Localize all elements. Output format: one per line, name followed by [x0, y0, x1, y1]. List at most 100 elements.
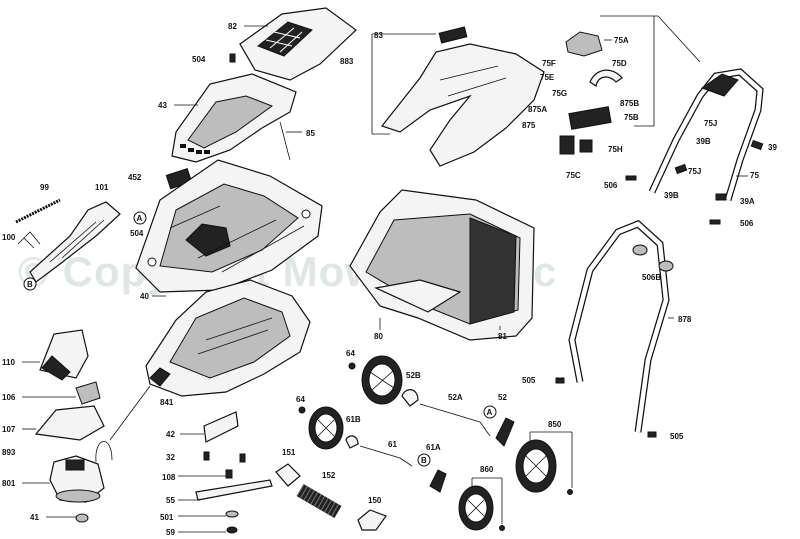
label-108: 108: [162, 473, 176, 482]
label-75J-mid: 75J: [688, 167, 701, 176]
label-64-top: 64: [346, 349, 355, 358]
part-99-spring: [15, 198, 61, 224]
label-83: 83: [374, 31, 383, 40]
part-82-switch-cover: [239, 7, 357, 81]
label-75E: 75E: [540, 73, 555, 82]
part-107-plate: [34, 405, 105, 441]
label-61B: 61B: [346, 415, 361, 424]
label-875B: 875B: [620, 99, 639, 108]
part-85-cable: [279, 121, 291, 161]
part-108-washer: [225, 469, 233, 479]
label-501: 501: [160, 513, 174, 522]
part-75D-lever: [589, 69, 623, 87]
part-505-screw-left: [555, 377, 565, 384]
label-101: 101: [95, 183, 109, 192]
part-860-front-wheels: [458, 485, 505, 531]
part-151-roller-cap: [275, 463, 301, 487]
label-506B: 506B: [642, 273, 661, 282]
part-850-rear-wheels: [515, 439, 573, 495]
callout-A-right: A: [483, 405, 497, 419]
part-875-switch-board: [559, 106, 612, 155]
label-893: 893: [2, 448, 16, 457]
part-61-axle: [359, 445, 413, 467]
label-875: 875: [522, 121, 536, 130]
label-61A: 61A: [426, 443, 441, 452]
label-106: 106: [2, 393, 16, 402]
label-505-right: 505: [670, 432, 684, 441]
part-504-screw: [229, 53, 236, 63]
part-101-rear-flap: [29, 201, 121, 283]
callout-A-left: A: [133, 211, 147, 225]
label-32: 32: [166, 453, 175, 462]
label-504-top: 504: [192, 55, 206, 64]
part-841-mower-deck: [145, 279, 311, 397]
part-32-screws: [203, 451, 246, 463]
label-860: 860: [480, 465, 494, 474]
label-75F: 75F: [542, 59, 556, 68]
label-41: 41: [30, 513, 39, 522]
part-39A-knob: [715, 193, 727, 201]
callout-B-right: B: [417, 453, 431, 467]
label-841: 841: [160, 398, 174, 407]
label-52A: 52A: [448, 393, 463, 402]
part-801-motor: [49, 455, 105, 503]
part-55-blade: [195, 479, 273, 501]
label-39B-top: 39B: [696, 137, 711, 146]
part-64-hubcap-top: [348, 362, 356, 370]
part-75A-switch-housing: [565, 31, 603, 57]
part-52-height-adjuster: [495, 417, 515, 447]
label-504-side: 504: [130, 229, 144, 238]
part-100-clip: [17, 231, 41, 249]
label-150: 150: [368, 496, 382, 505]
part-83-grass-box-lid: [380, 26, 545, 167]
label-75D: 75D: [612, 59, 627, 68]
label-40: 40: [140, 292, 149, 301]
label-506-mid: 506: [740, 219, 754, 228]
part-39-knob-right: [750, 139, 764, 151]
label-39A: 39A: [740, 197, 755, 206]
label-85: 85: [306, 129, 315, 138]
part-61B-bearing: [345, 435, 359, 449]
label-452: 452: [128, 173, 142, 182]
label-505-left: 505: [522, 376, 536, 385]
label-82: 82: [228, 22, 237, 31]
label-42: 42: [166, 430, 175, 439]
wheel-left: [308, 406, 344, 450]
part-61A-adjuster: [429, 469, 447, 493]
part-80-81-grass-box: [349, 189, 535, 341]
label-110: 110: [2, 358, 15, 367]
label-81: 81: [498, 332, 507, 341]
part-59-nut: [226, 526, 238, 534]
part-52A-axle: [419, 403, 491, 437]
label-52B: 52B: [406, 371, 421, 380]
label-850: 850: [548, 420, 562, 429]
label-75H: 75H: [608, 145, 623, 154]
label-52: 52: [498, 393, 507, 402]
label-39: 39: [768, 143, 777, 152]
label-59: 59: [166, 528, 175, 537]
part-150-roller-end: [357, 509, 387, 531]
label-75J-top: 75J: [704, 119, 717, 128]
label-151: 151: [282, 448, 296, 457]
svg-text:B: B: [27, 280, 33, 289]
part-40-motor-chassis: [135, 159, 323, 293]
part-52B-bearing: [401, 389, 419, 407]
part-505-screw-right: [647, 431, 657, 438]
label-75G: 75G: [552, 89, 567, 98]
label-39B-mid: 39B: [664, 191, 679, 200]
label-80: 80: [374, 332, 383, 341]
part-42-flap: [203, 411, 239, 443]
part-878-lower-handle: [568, 219, 670, 433]
wheel-top: [361, 355, 403, 405]
part-41-fan: [75, 513, 89, 523]
label-61: 61: [388, 440, 397, 449]
label-875A: 875A: [528, 105, 547, 114]
part-152-roller: [296, 483, 342, 519]
part-506-screw-mid: [709, 219, 721, 225]
svg-text:B: B: [421, 456, 427, 465]
label-55: 55: [166, 496, 175, 505]
label-878: 878: [678, 315, 692, 324]
part-39-knob-left: [674, 163, 688, 175]
